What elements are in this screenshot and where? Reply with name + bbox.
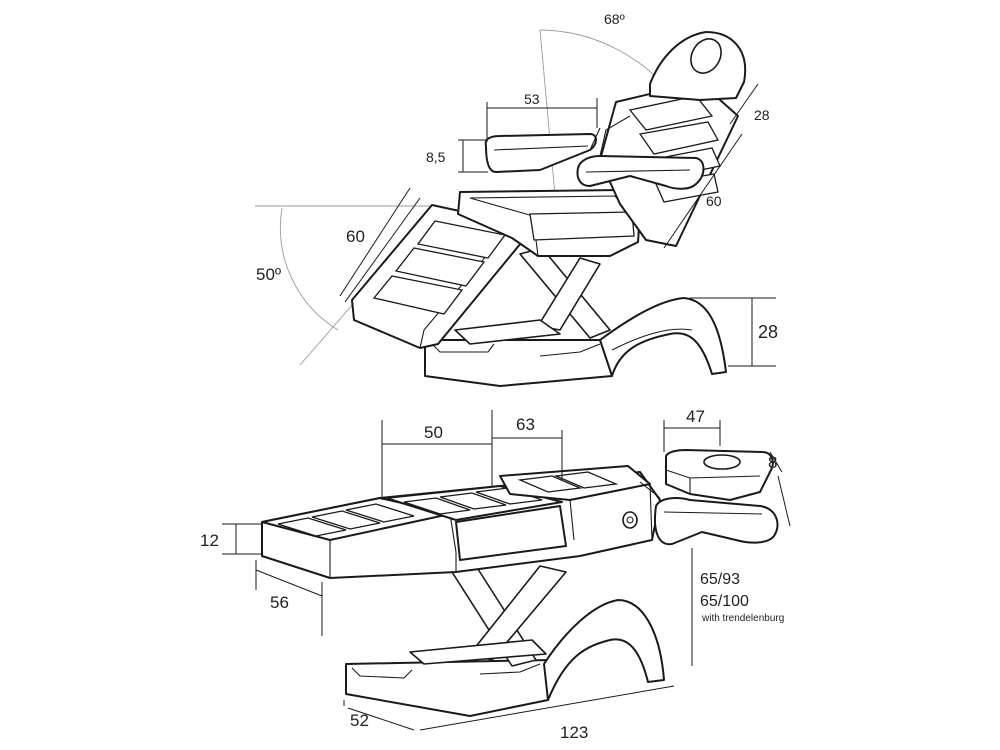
bottom-lift-column: [409, 565, 567, 667]
headrest-length-label: 28: [754, 107, 770, 123]
top-armrests: [484, 115, 705, 190]
top-leg-rest: [351, 204, 531, 349]
bottom-leg-section: [261, 497, 457, 560]
base-height-label: 28: [758, 322, 778, 342]
top-base: [424, 297, 727, 387]
leg-length-label: 60: [346, 227, 365, 246]
height-range-label: 65/93: [700, 571, 740, 588]
bottom-armrest: [639, 481, 779, 546]
seat-section-label: 63: [516, 415, 535, 434]
angle-back-label: 68º: [604, 11, 625, 27]
bottom-back-section: [499, 465, 653, 541]
trendelenburg-note: with trendelenburg: [701, 613, 784, 624]
top-headrest: [649, 31, 747, 101]
top-labels: 68º 50º 53 8,5 28 60 60 28: [256, 11, 778, 342]
backrest-length-label: 60: [706, 193, 722, 209]
flat-bed: 50 63 47 8 12 56 65/93 65/100 with trend…: [200, 407, 791, 742]
top-dimensions: [339, 83, 776, 367]
armrest-width-label: 53: [524, 91, 540, 107]
bottom-dimensions: [222, 410, 791, 731]
leg-section-label: 50: [424, 423, 443, 442]
angle-leg-label: 50º: [256, 265, 281, 284]
height-range-trend-label: 65/100: [700, 593, 749, 610]
bottom-headrest: [665, 449, 774, 501]
headrest-height-label: 8: [768, 453, 777, 472]
thickness-label: 12: [200, 531, 219, 550]
top-lift-column: [454, 247, 611, 345]
total-length-label: 123: [560, 723, 588, 742]
armrest-height-label: 8,5: [426, 149, 446, 165]
reclined-chair: 68º 50º 53 8,5 28 60 60 28: [255, 11, 778, 387]
top-seat: [457, 189, 641, 257]
bottom-labels: 50 63 47 8 12 56 65/93 65/100 with trend…: [200, 407, 784, 742]
base-width-label: 52: [350, 711, 369, 730]
leg-width-label: 56: [270, 593, 289, 612]
control-knob-icon: [622, 511, 638, 529]
headrest-width-label: 47: [686, 407, 705, 426]
